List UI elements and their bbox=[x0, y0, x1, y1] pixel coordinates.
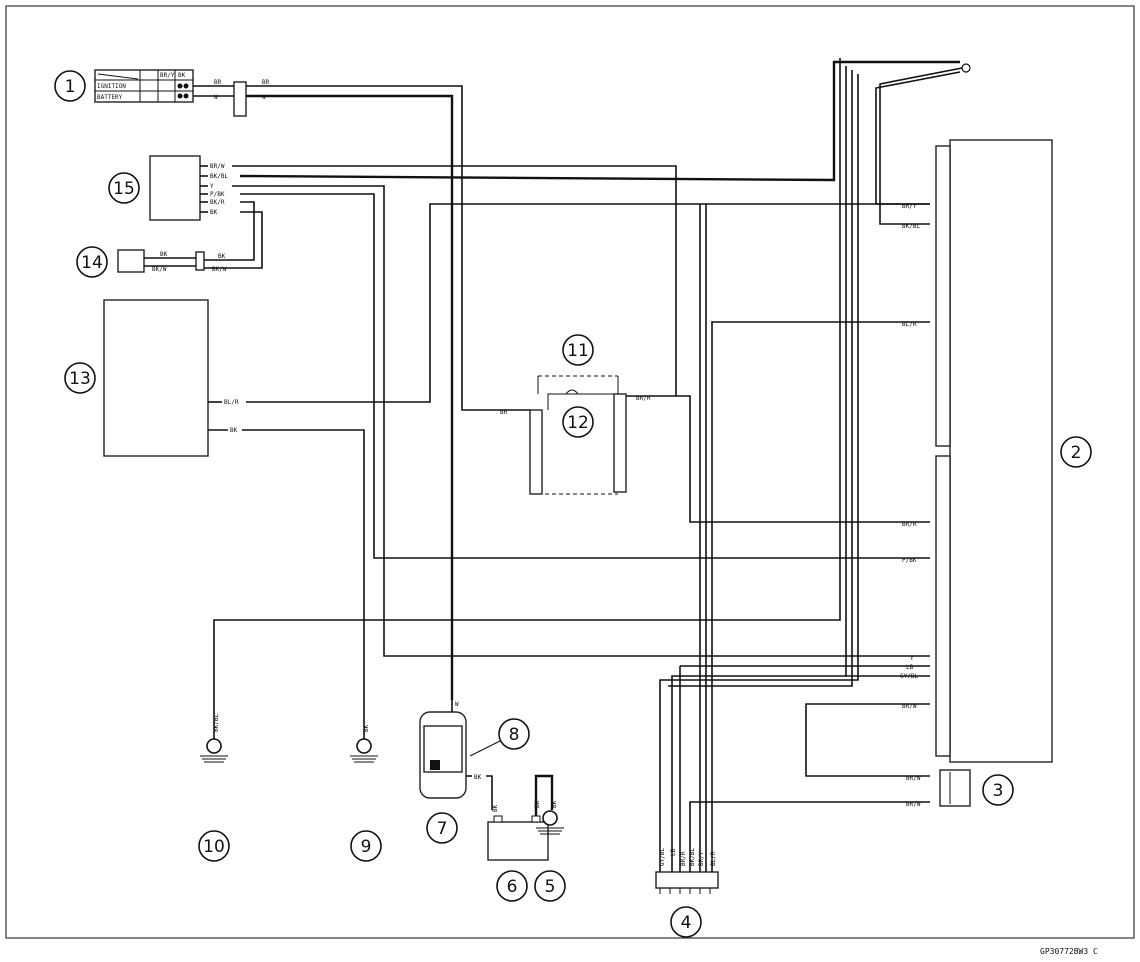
svg-text:3: 3 bbox=[993, 781, 1004, 801]
ignition-switch: IGNITION BATTERY BR/Y BK bbox=[94, 69, 194, 103]
callout-7: 7 bbox=[426, 812, 458, 844]
component-8-leader bbox=[469, 739, 503, 757]
svg-text:7: 7 bbox=[437, 819, 448, 839]
ground-5 bbox=[536, 810, 564, 835]
wire-label: P/BK bbox=[902, 557, 917, 564]
svg-text:11: 11 bbox=[567, 341, 589, 361]
ground-9 bbox=[350, 738, 378, 763]
svg-text:P/BK: P/BK bbox=[210, 191, 225, 198]
callout-8: 8 bbox=[498, 718, 530, 750]
wire-label: BK/BL bbox=[689, 848, 696, 866]
wire-label: BK bbox=[230, 427, 238, 434]
callout-4: 4 bbox=[670, 906, 702, 938]
svg-text:15: 15 bbox=[113, 179, 135, 199]
component-15 bbox=[149, 155, 201, 221]
wire-label: BK/W bbox=[152, 266, 167, 273]
svg-text:BK/R: BK/R bbox=[210, 199, 225, 206]
wire-label: BL/R bbox=[224, 399, 239, 406]
wire-label: W bbox=[262, 94, 266, 101]
component-2 bbox=[935, 139, 1053, 763]
component-13 bbox=[103, 299, 209, 457]
callout-15: 15 bbox=[108, 172, 140, 204]
wire-label: LB bbox=[906, 664, 914, 671]
switch-header-bk: BK bbox=[178, 72, 186, 79]
switch-row-ignition: IGNITION bbox=[97, 83, 126, 90]
callout-5: 5 bbox=[534, 870, 566, 902]
svg-text:BR/W: BR/W bbox=[210, 163, 225, 170]
wire-label: BK/BL bbox=[213, 714, 220, 732]
wire-label: Y bbox=[910, 655, 914, 662]
wire-label: BK bbox=[218, 253, 226, 260]
wire-label: BR bbox=[262, 79, 270, 86]
component-7 bbox=[419, 711, 467, 799]
callout-1: 1 bbox=[54, 70, 86, 102]
component-14 bbox=[117, 249, 145, 273]
svg-text:6: 6 bbox=[507, 877, 518, 897]
wire-label: BK bbox=[551, 800, 558, 808]
svg-text:5: 5 bbox=[545, 877, 556, 897]
svg-text:2: 2 bbox=[1071, 443, 1082, 463]
wire-label: BK bbox=[474, 774, 482, 781]
wire-label: BK/BL bbox=[902, 223, 920, 230]
wire-label: W bbox=[214, 94, 218, 101]
svg-text:1: 1 bbox=[65, 77, 76, 97]
callout-6: 6 bbox=[496, 870, 528, 902]
wire-label: BR bbox=[500, 409, 508, 416]
ground-10 bbox=[200, 738, 228, 763]
wire-label: BK bbox=[492, 804, 499, 812]
component-14-connector bbox=[195, 251, 205, 271]
svg-text:12: 12 bbox=[567, 413, 589, 433]
component-12 bbox=[547, 389, 614, 410]
callout-13: 13 bbox=[64, 362, 96, 394]
wire-label: W bbox=[455, 701, 459, 708]
callout-10: 10 bbox=[198, 830, 230, 862]
wire-label: BR/R bbox=[680, 851, 687, 866]
wire-label: BR/R bbox=[902, 521, 917, 528]
wire-label: BR/W bbox=[906, 775, 921, 782]
wire-label: BR bbox=[214, 79, 222, 86]
callout-3: 3 bbox=[982, 774, 1014, 806]
switch-header-bry: BR/Y bbox=[160, 72, 175, 79]
svg-text:9: 9 bbox=[361, 837, 372, 857]
wire-label: BL/R bbox=[902, 321, 917, 328]
wire-label: BK/W bbox=[212, 266, 227, 273]
diagram-frame bbox=[5, 5, 1135, 939]
callout-14: 14 bbox=[76, 246, 108, 278]
svg-text:10: 10 bbox=[203, 837, 225, 857]
component-3 bbox=[939, 769, 971, 807]
wire-label: BL/R bbox=[710, 851, 717, 866]
svg-text:8: 8 bbox=[509, 725, 520, 745]
wire-label: BR/R bbox=[636, 395, 651, 402]
svg-text:14: 14 bbox=[81, 253, 103, 273]
wire-label: BR/W bbox=[906, 801, 921, 808]
svg-text:13: 13 bbox=[69, 369, 91, 389]
svg-text:Y: Y bbox=[210, 183, 214, 190]
svg-text:BK/BL: BK/BL bbox=[210, 173, 228, 180]
svg-text:BK: BK bbox=[210, 209, 218, 216]
wire-label: BK bbox=[363, 724, 370, 732]
wire-label: BR/Y bbox=[902, 203, 917, 210]
callout-12: 12 bbox=[562, 406, 594, 438]
component-4 bbox=[655, 871, 719, 894]
svg-text:4: 4 bbox=[681, 913, 692, 933]
wire-label: LB bbox=[670, 848, 677, 856]
wire-label: GY/BL bbox=[659, 848, 666, 866]
component-11 bbox=[529, 375, 627, 495]
ignition-connector bbox=[233, 81, 247, 117]
wire-label: BK bbox=[160, 251, 168, 258]
figure-code: GP30772BW3 C bbox=[1040, 947, 1098, 956]
wire-label: BK bbox=[534, 800, 541, 808]
switch-row-battery: BATTERY bbox=[97, 94, 123, 101]
callout-11: 11 bbox=[562, 334, 594, 366]
callout-9: 9 bbox=[350, 830, 382, 862]
wire-label: BR/Y bbox=[698, 851, 705, 866]
wire-label: BR/W bbox=[902, 703, 917, 710]
component-15-wires: BR/W BK/BL Y P/BK BK/R BK bbox=[210, 163, 228, 216]
callout-2: 2 bbox=[1060, 436, 1092, 468]
